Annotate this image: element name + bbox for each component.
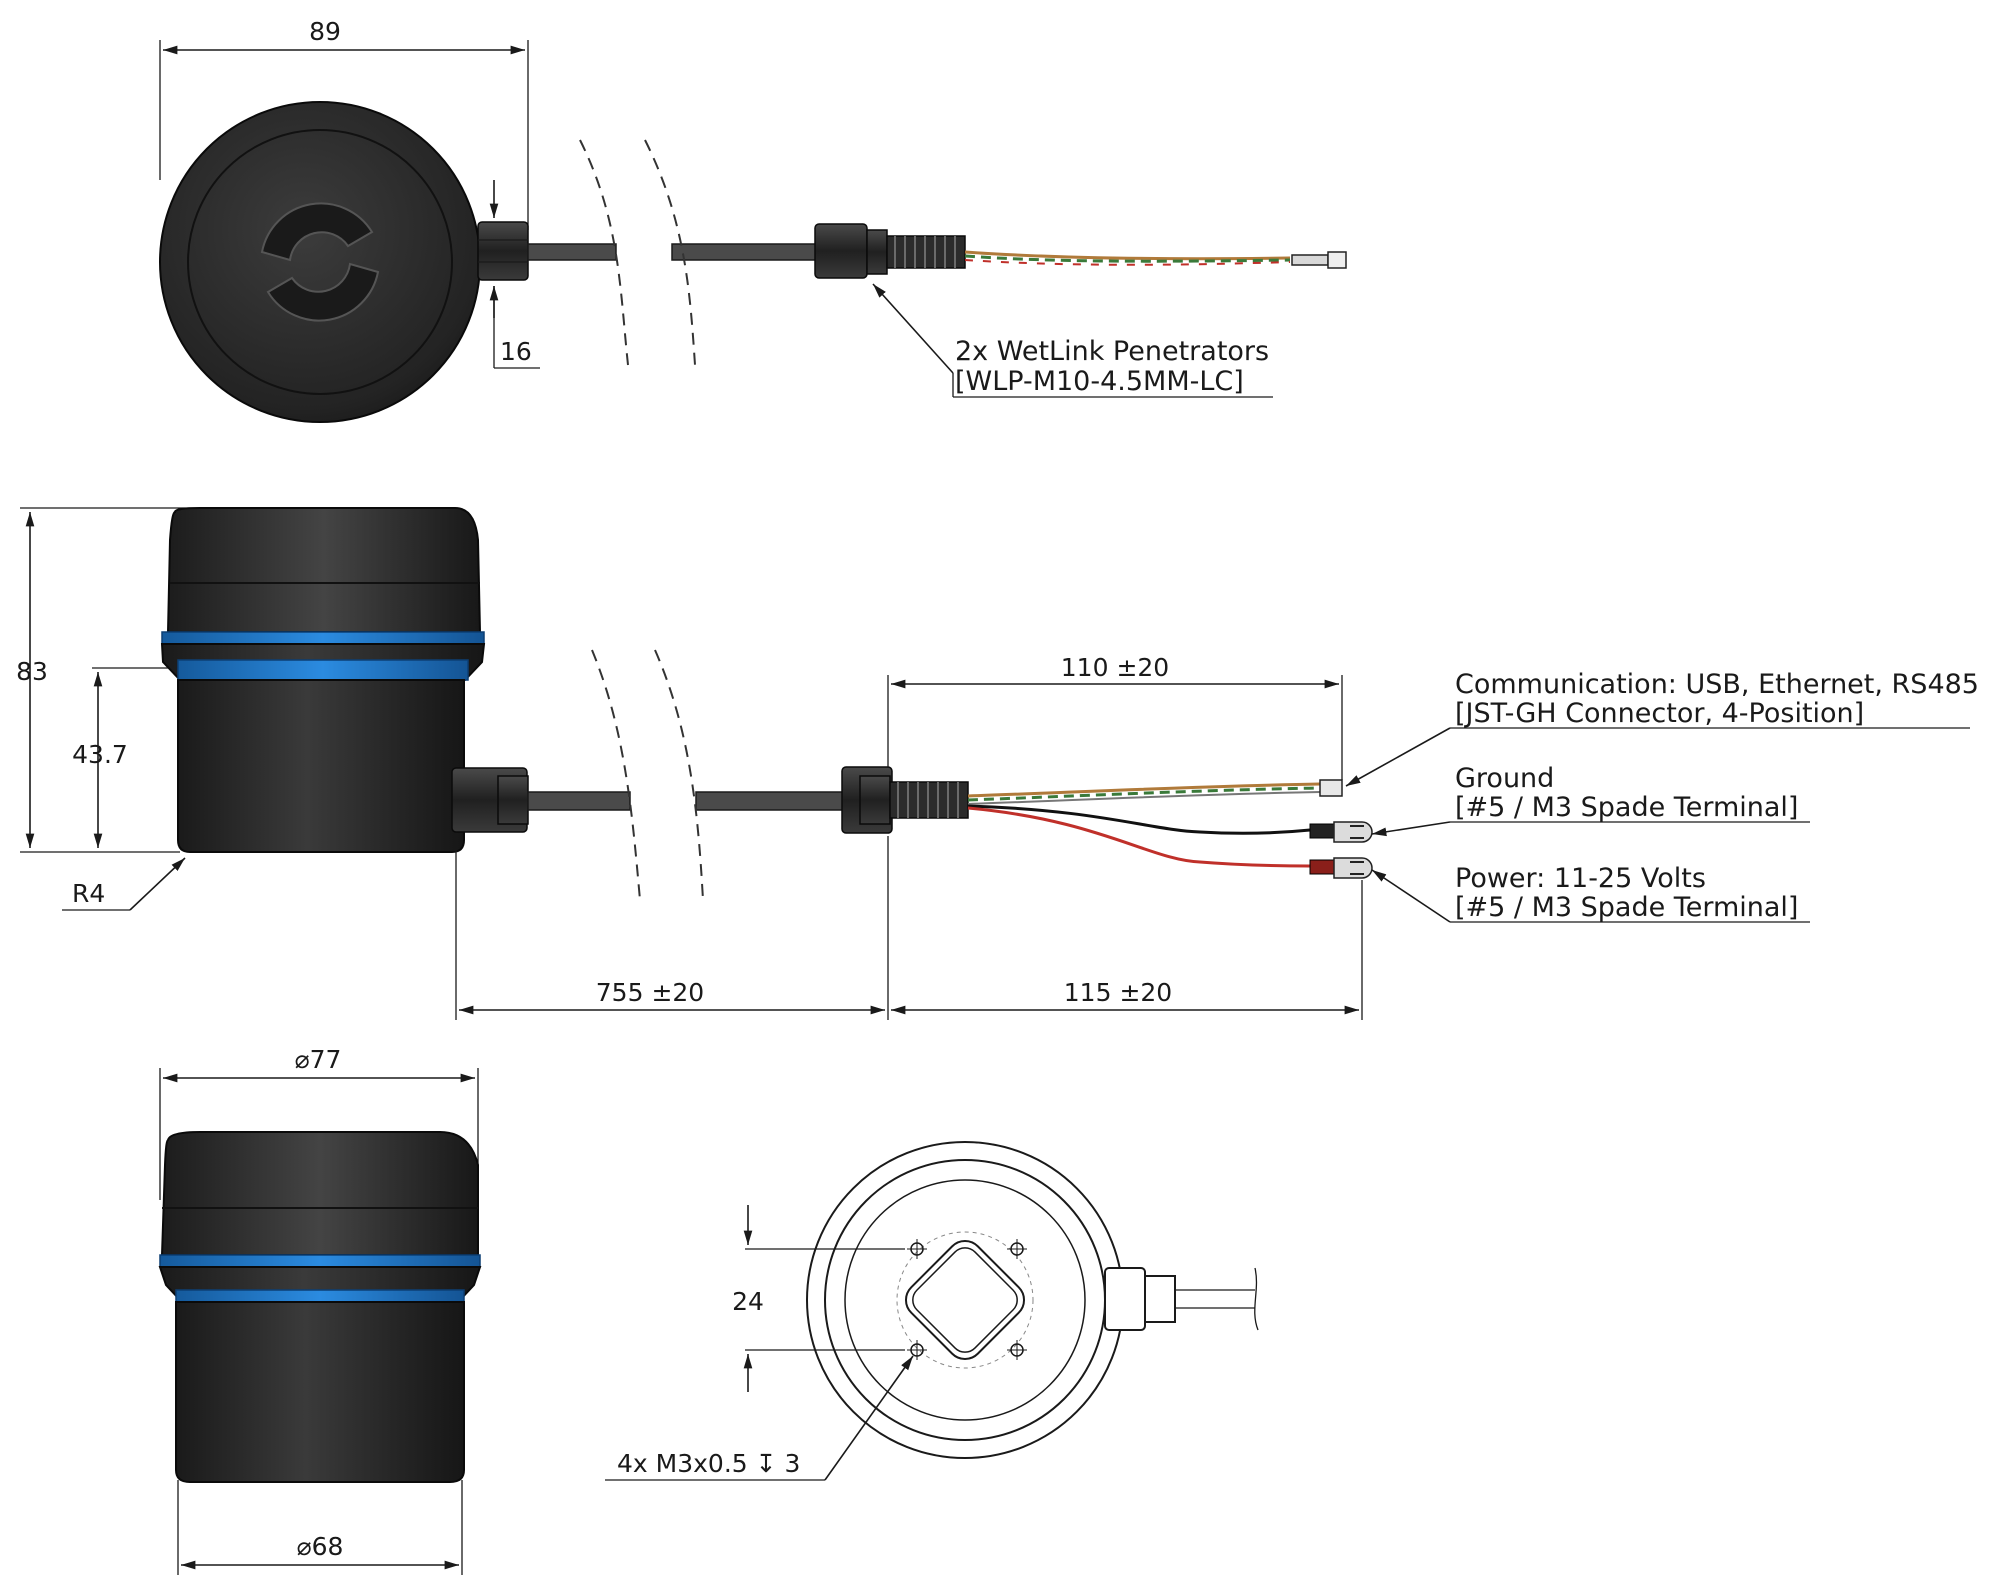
flange-dimension-label: 16 — [500, 337, 532, 366]
comm-leader — [1345, 727, 1451, 787]
sensor-cap — [160, 1131, 479, 1256]
hole-note-label: 4x M3x0.5 ↧ 3 — [617, 1449, 800, 1478]
break-line — [579, 139, 629, 366]
bottom-view: 24 4x M3x0.5 ↧ 3 — [605, 1141, 1259, 1481]
break-line — [591, 649, 641, 901]
hole-note-leader — [824, 1355, 914, 1481]
side-view: 83 43.7 R4 — [16, 507, 1979, 1020]
center-pad — [904, 1239, 1026, 1361]
ground-note-line2: [#5 / M3 Spade Terminal] — [1455, 792, 1798, 823]
penetrator-body — [859, 775, 891, 825]
wire-bundle — [967, 782, 1321, 868]
wire-terminal — [1291, 254, 1329, 266]
blue-band-lower — [175, 1289, 465, 1303]
penetrator-thread — [886, 235, 966, 269]
penetrator-nut — [814, 223, 868, 279]
sensor-lower-body — [175, 1301, 465, 1483]
penetrator-outline — [1104, 1267, 1146, 1331]
ground-leader — [1371, 821, 1451, 837]
body-diameter-dimension-label: ⌀68 — [297, 1532, 344, 1561]
break-line — [644, 139, 696, 366]
blue-band-lower — [177, 659, 469, 681]
sensor-top-body — [159, 101, 481, 423]
mount-hole — [1007, 1239, 1027, 1259]
penetrator-thread — [889, 781, 969, 819]
jst-gh-connector — [1319, 779, 1343, 797]
penetrator-outline — [1144, 1275, 1176, 1323]
width-dimension-label: 89 — [309, 17, 341, 46]
penetrator-nut — [477, 221, 529, 281]
hole-spacing-dimension-label: 24 — [732, 1287, 764, 1316]
cable-segment — [527, 243, 617, 261]
penetrator-note-line1: 2x WetLink Penetrators — [955, 336, 1269, 367]
cable-length-dimension-label: 755 ±20 — [596, 978, 704, 1007]
comm-note-line2: [JST-GH Connector, 4-Position] — [1455, 698, 1864, 729]
penetrator-body — [497, 775, 529, 825]
brand-logo-icon — [260, 202, 380, 322]
radius-dimension-label: R4 — [72, 879, 105, 908]
mount-hole — [907, 1340, 927, 1360]
mount-hole — [907, 1239, 927, 1259]
radius-leader — [129, 857, 186, 911]
ground-note-line1: Ground — [1455, 763, 1554, 794]
lower-height-dimension-label: 43.7 — [72, 740, 128, 769]
cable-segment — [671, 243, 818, 261]
power-note-line2: [#5 / M3 Spade Terminal] — [1455, 892, 1798, 923]
bolt-circle — [896, 1231, 1034, 1369]
cable-segment — [527, 791, 631, 811]
middle-circle — [824, 1159, 1106, 1441]
mount-hole — [1007, 1340, 1027, 1360]
break-line — [1254, 1267, 1259, 1331]
penetrator-leader — [872, 283, 954, 374]
cable-segment — [695, 791, 847, 811]
top-view: 89 16 — [159, 17, 1347, 423]
penetrator-note-line2: [WLP-M10-4.5MM-LC] — [955, 366, 1244, 397]
height-dimension-label: 83 — [16, 657, 48, 686]
ground-spade-terminal — [1309, 821, 1373, 843]
blue-band-upper — [161, 631, 485, 645]
sensor-cap — [166, 507, 482, 633]
lead-length-dimension-label: 115 ±20 — [1064, 978, 1172, 1007]
sensor-top-lid-ring — [187, 129, 453, 395]
blue-band-upper — [159, 1254, 481, 1268]
power-leader — [1371, 869, 1451, 923]
comm-note-line1: Communication: USB, Ethernet, RS485 — [1455, 669, 1979, 700]
cap-diameter-dimension-label: ⌀77 — [295, 1045, 342, 1074]
inner-circle — [844, 1179, 1086, 1421]
center-pad-inner — [912, 1247, 1018, 1353]
sensor-lower-body — [177, 679, 465, 853]
comm-lead-dimension-label: 110 ±20 — [1061, 653, 1169, 682]
break-line — [654, 649, 704, 901]
wire-bundle — [964, 250, 1291, 266]
connector-tip — [1327, 251, 1347, 269]
power-note-line1: Power: 11-25 Volts — [1455, 863, 1706, 894]
outer-circle — [806, 1141, 1124, 1459]
penetrator-body — [866, 229, 888, 275]
front-view: ⌀77 ⌀68 — [158, 1045, 482, 1575]
power-spade-terminal — [1309, 857, 1373, 879]
